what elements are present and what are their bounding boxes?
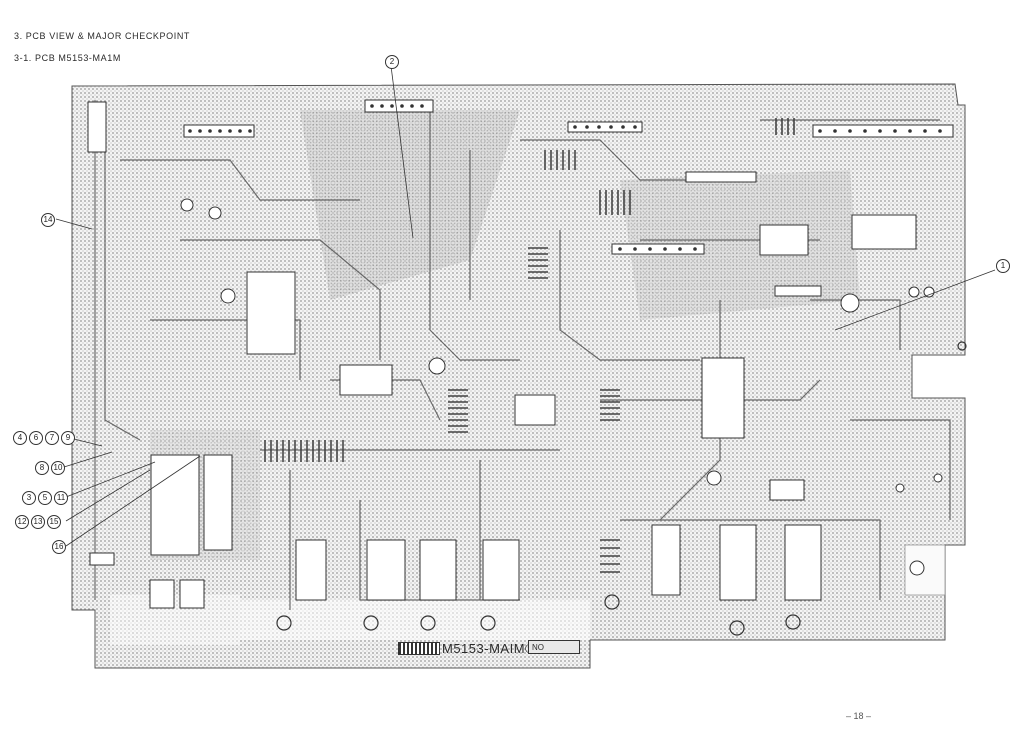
section-title: 3. PCB VIEW & MAJOR CHECKPOINT [14,31,191,41]
callout-12: 12 [15,515,29,529]
callout-14: 14 [41,213,55,227]
callout-3: 3 [22,491,36,505]
callout-group-4-6-7-9: 4 6 7 9 [13,431,75,445]
callout-10: 10 [51,461,65,475]
callout-group-8-10: 8 10 [35,461,65,475]
callout-5: 5 [38,491,52,505]
callout-11: 11 [54,491,68,505]
callout-16: 16 [52,540,66,554]
callout-group-12-13-15: 12 13 15 [15,515,61,529]
page-number: – 18 – [846,711,872,721]
callout-1: 1 [996,259,1010,273]
callout-13: 13 [31,515,45,529]
subsection-title: 3-1. PCB M5153-MA1M [14,53,121,63]
callout-7: 7 [45,431,59,445]
callout-9: 9 [61,431,75,445]
silkscreen-serial-box: NO [528,640,580,654]
callout-8: 8 [35,461,49,475]
callout-group-3-5-11: 3 5 11 [22,491,68,505]
callout-6: 6 [29,431,43,445]
silkscreen-logo [398,642,440,655]
callout-2: 2 [385,55,399,69]
callout-15: 15 [47,515,61,529]
silkscreen-model: M5153-MAIM® [442,641,536,656]
callout-4: 4 [13,431,27,445]
